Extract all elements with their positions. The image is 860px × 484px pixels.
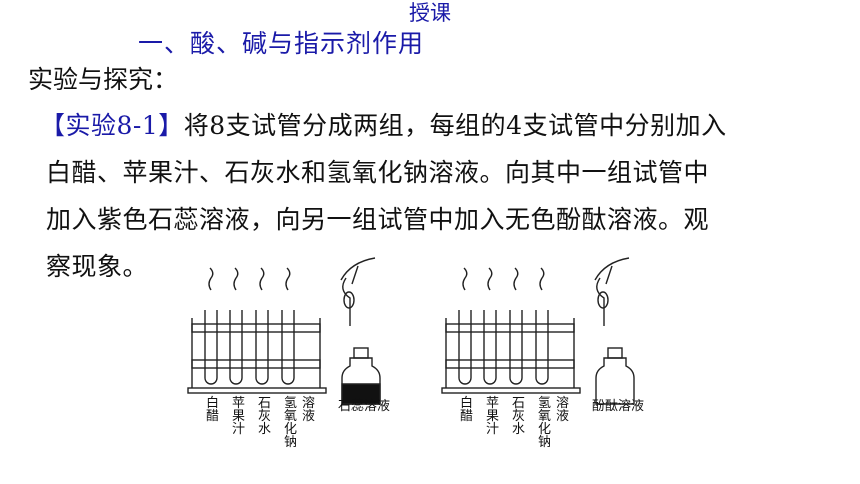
drop-arrow-icon bbox=[487, 267, 493, 291]
experiment-tag: 【实验8-1】 bbox=[40, 111, 184, 140]
paragraph-line-3: 加入紫色石蕊溶液，向另一组试管中加入无色酚酞溶液。观 bbox=[46, 205, 710, 234]
tube-label-3: 氢氧化钠 bbox=[538, 396, 551, 450]
section-heading: 一、酸、碱与指示剂作用 bbox=[138, 29, 425, 58]
drop-arrow-icon bbox=[539, 267, 545, 291]
tube-label-2: 石灰水 bbox=[512, 396, 525, 437]
paragraph-text-1: 将8支试管分成两组，每组的4支试管中分别加入 bbox=[183, 111, 727, 140]
bottle-label: 石蕊溶液 bbox=[338, 399, 390, 414]
paragraph-line-2: 白醋、苹果汁、石灰水和氢氧化钠溶液。向其中一组试管中 bbox=[46, 158, 710, 187]
bottle-label: 酚酞溶液 bbox=[592, 399, 644, 414]
test-tube-icon bbox=[458, 310, 472, 385]
tube-label-0: 白醋 bbox=[460, 395, 473, 424]
drop-arrow-icon bbox=[259, 267, 265, 291]
tube-label-1: 苹果汁 bbox=[486, 396, 499, 437]
drop-arrow-icon bbox=[208, 267, 214, 291]
paragraph-line-4: 察现象。 bbox=[46, 252, 149, 281]
dropper-icon bbox=[594, 257, 630, 326]
tube-label-1: 苹果汁 bbox=[232, 396, 245, 437]
drop-arrow-icon bbox=[462, 267, 468, 291]
test-tube-icon bbox=[535, 310, 549, 385]
phenolphthalein-bottle-icon bbox=[595, 347, 635, 405]
figure-phenolphthalein-setup: 白醋 苹果汁 石灰水 氢氧化钠 溶液 酚酞溶液 bbox=[441, 257, 644, 450]
dropper-icon bbox=[340, 257, 376, 326]
tube-label-4: 溶液 bbox=[556, 396, 569, 424]
test-tube-icon bbox=[229, 310, 243, 385]
test-tube-icon bbox=[255, 310, 269, 385]
drop-arrow-icon bbox=[285, 267, 291, 291]
slide-title: 授课 bbox=[409, 1, 451, 25]
paragraph-line-1: 【实验8-1】将8支试管分成两组，每组的4支试管中分别加入 bbox=[40, 102, 820, 149]
experiment-paragraph: 【实验8-1】将8支试管分成两组，每组的4支试管中分别加入 白醋、苹果汁、石灰水… bbox=[40, 102, 820, 290]
litmus-bottle-icon bbox=[341, 347, 381, 405]
section-label: 实验与探究： bbox=[28, 65, 179, 94]
tube-label-0: 白醋 bbox=[206, 395, 219, 424]
test-tube-icon bbox=[204, 310, 218, 385]
tube-label-3: 氢氧化钠 bbox=[284, 396, 297, 450]
tube-label-2: 石灰水 bbox=[258, 396, 271, 437]
test-tube-icon bbox=[509, 310, 523, 385]
test-tube-icon bbox=[281, 310, 295, 385]
tube-label-4: 溶液 bbox=[302, 396, 315, 424]
drop-arrow-icon bbox=[233, 267, 239, 291]
figure-litmus-setup: 白醋 苹果汁 石灰水 氢氧化钠 溶液 石蕊溶液 bbox=[187, 257, 390, 450]
test-tube-icon bbox=[483, 310, 497, 385]
drop-arrow-icon bbox=[513, 267, 519, 291]
